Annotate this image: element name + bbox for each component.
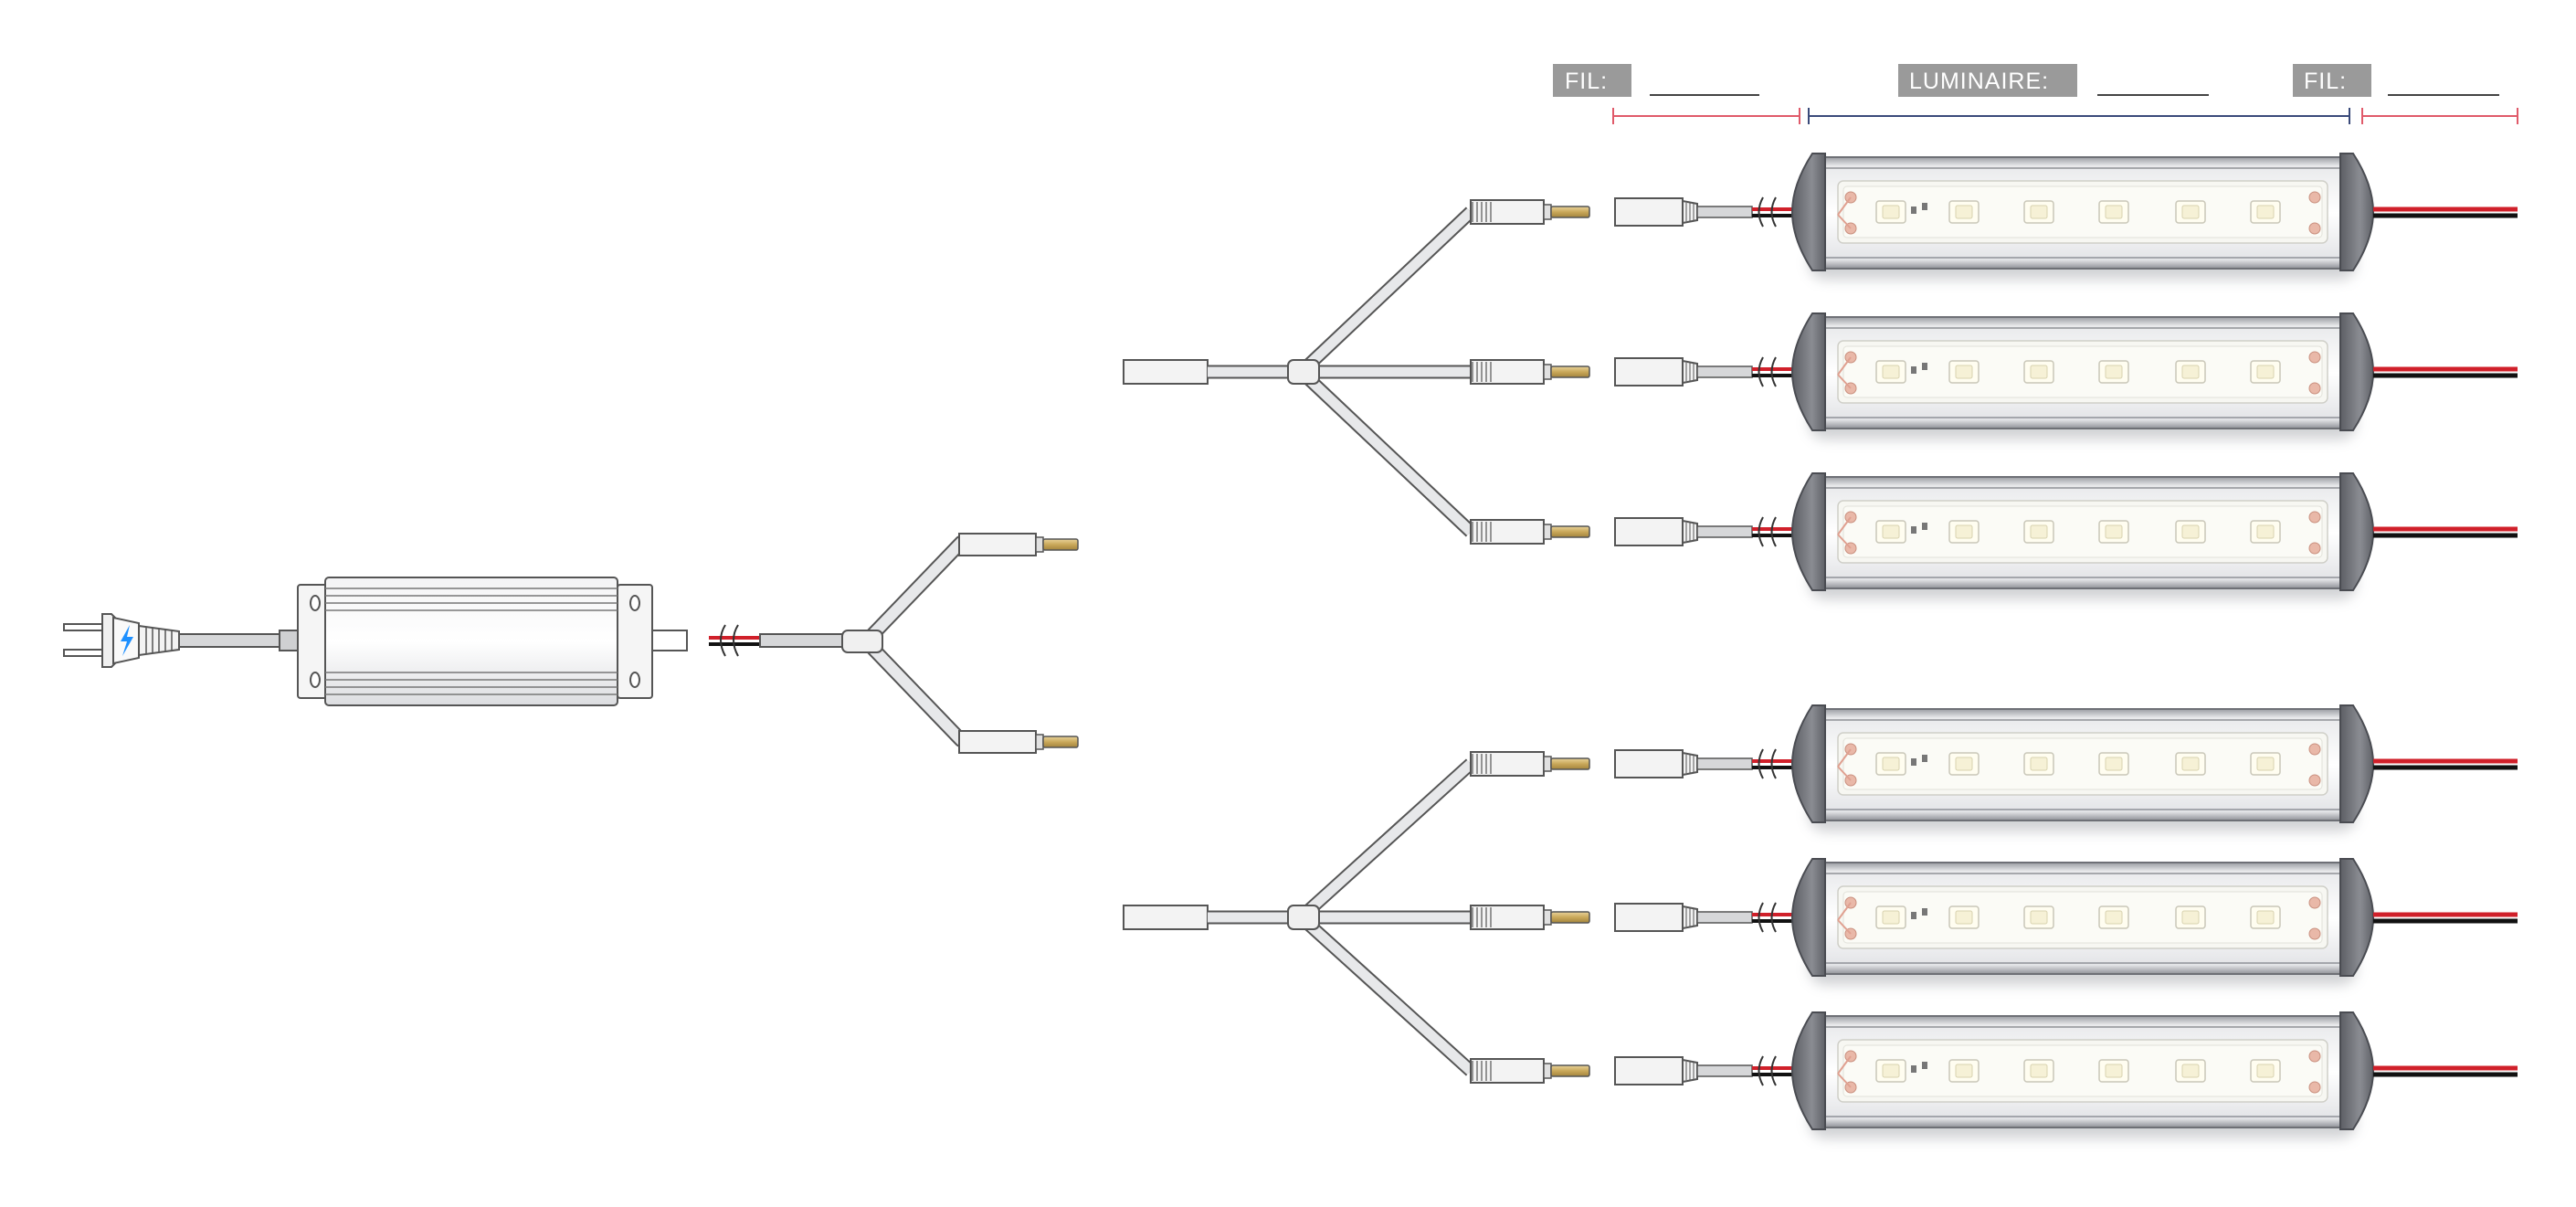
- male-connector: [1470, 905, 1590, 930]
- y-splitter-main: [841, 533, 1079, 754]
- splitter-three-way-top: [1123, 206, 1476, 537]
- lightning-bolt-icon: [121, 625, 133, 656]
- female-connector: [1614, 749, 1753, 778]
- fixture-row-4: [1470, 704, 2518, 831]
- female-connector: [1614, 903, 1753, 932]
- fixture-output-wire: [2373, 206, 2518, 218]
- wire-left-dimension: [1612, 108, 1800, 124]
- led-fixture: [1790, 704, 2375, 831]
- fixture-row-2: [1470, 312, 2518, 439]
- fixture-row-1: [1470, 153, 2518, 280]
- driver-output-wire: [709, 624, 849, 657]
- wire-right-tag: [2293, 64, 2371, 97]
- male-connector: [1470, 359, 1590, 385]
- led-fixture: [1790, 472, 2375, 599]
- led-fixture: [1790, 858, 2375, 985]
- male-connector: [1470, 1058, 1590, 1084]
- power-plug: [63, 613, 280, 668]
- wire-right-dimension: [2361, 108, 2518, 124]
- fixture-output-wire: [2373, 912, 2518, 924]
- fixture-row-5: [1470, 858, 2518, 985]
- fixture-output-wire: [2373, 366, 2518, 378]
- wire-right-label: FIL:: [2304, 69, 2347, 94]
- female-connector: [1614, 197, 1753, 227]
- fixture-rows: [1470, 153, 2518, 1138]
- fixture-label: LUMINAIRE:: [1909, 69, 2049, 94]
- fixture-output-wire: [2373, 526, 2518, 538]
- fixture-dimension: [1808, 108, 2350, 124]
- splitter-three-way-bottom: [1123, 758, 1476, 1076]
- led-fixture: [1790, 1011, 2375, 1138]
- male-connector: [1470, 519, 1590, 545]
- fixture-row-3: [1470, 472, 2518, 599]
- dimension-header: FIL: LUMINAIRE: FIL:: [1553, 64, 2518, 124]
- male-connector: [1470, 199, 1590, 225]
- wire-left-label: FIL:: [1565, 69, 1608, 94]
- fixture-row-6: [1470, 1011, 2518, 1138]
- fixture-tag: [1898, 64, 2077, 97]
- male-connector: [1470, 751, 1590, 777]
- fixture-output-wire: [2373, 1065, 2518, 1077]
- female-connector: [1614, 1056, 1753, 1085]
- led-fixture: [1790, 153, 2375, 280]
- wire-left-tag: [1553, 64, 1631, 97]
- female-connector: [1614, 357, 1753, 386]
- power-supply: [279, 577, 688, 706]
- led-fixture: [1790, 312, 2375, 439]
- fixture-output-wire: [2373, 758, 2518, 770]
- female-connector: [1614, 517, 1753, 546]
